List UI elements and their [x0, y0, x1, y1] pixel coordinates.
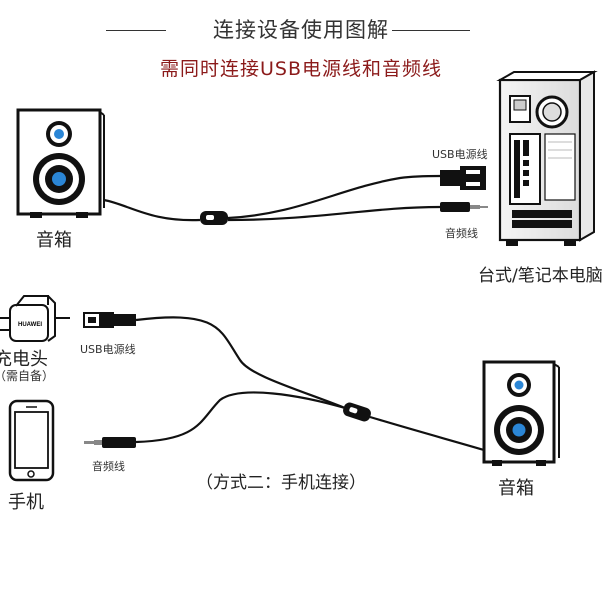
inline-switch-icon: [200, 211, 228, 225]
phone-label: 手机: [8, 492, 44, 513]
speaker-icon: [16, 108, 105, 218]
speaker-label: 音箱: [36, 230, 72, 251]
charger-note: （需自备）: [0, 369, 55, 383]
title-divider-left: [106, 30, 166, 31]
audio-cable-label: 音频线: [445, 227, 478, 240]
phone-icon: [8, 399, 55, 482]
diagram-subtitle: 需同时连接USB电源线和音频线: [159, 58, 442, 80]
charger-label: 充电头: [0, 349, 48, 370]
inline-switch-icon: [343, 402, 371, 422]
title-divider-right: [392, 30, 470, 31]
audio-jack-icon: [84, 437, 136, 448]
audio-cable-label: 音频线: [92, 460, 125, 473]
computer-label: 台式/笔记本电脑: [478, 266, 602, 286]
computer-tower-icon: [496, 70, 598, 246]
usb-cable-label: USB电源线: [80, 343, 136, 356]
charger-icon: [0, 295, 70, 342]
speaker-label: 音箱: [498, 478, 534, 499]
usb-cable-label: USB电源线: [432, 148, 488, 161]
method-label: （方式二：手机连接）: [196, 473, 366, 493]
usb-plug-icon: [83, 312, 136, 328]
usb-plug-icon: [440, 166, 486, 190]
diagram-title: 连接设备使用图解: [213, 18, 389, 42]
charger-brand: HUAWEI: [18, 322, 42, 328]
audio-jack-icon: [440, 202, 488, 212]
speaker-icon: [482, 360, 560, 466]
